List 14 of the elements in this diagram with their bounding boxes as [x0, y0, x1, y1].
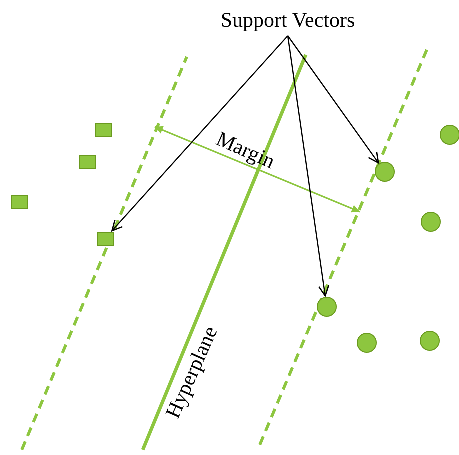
square-marker — [96, 232, 114, 246]
circle-marker — [357, 333, 377, 353]
circle-marker — [375, 162, 395, 182]
circle-marker — [440, 125, 459, 145]
circle-marker — [421, 212, 441, 232]
square-marker — [10, 195, 28, 209]
square-marker — [94, 123, 112, 137]
leader-arrow — [112, 36, 288, 232]
leader-arrow — [288, 36, 380, 164]
square-marker — [78, 155, 96, 169]
callout-text: Support Vectors — [203, 6, 373, 34]
circle-marker — [420, 331, 440, 351]
leader-arrow — [287, 36, 330, 297]
circle-marker — [317, 297, 337, 317]
